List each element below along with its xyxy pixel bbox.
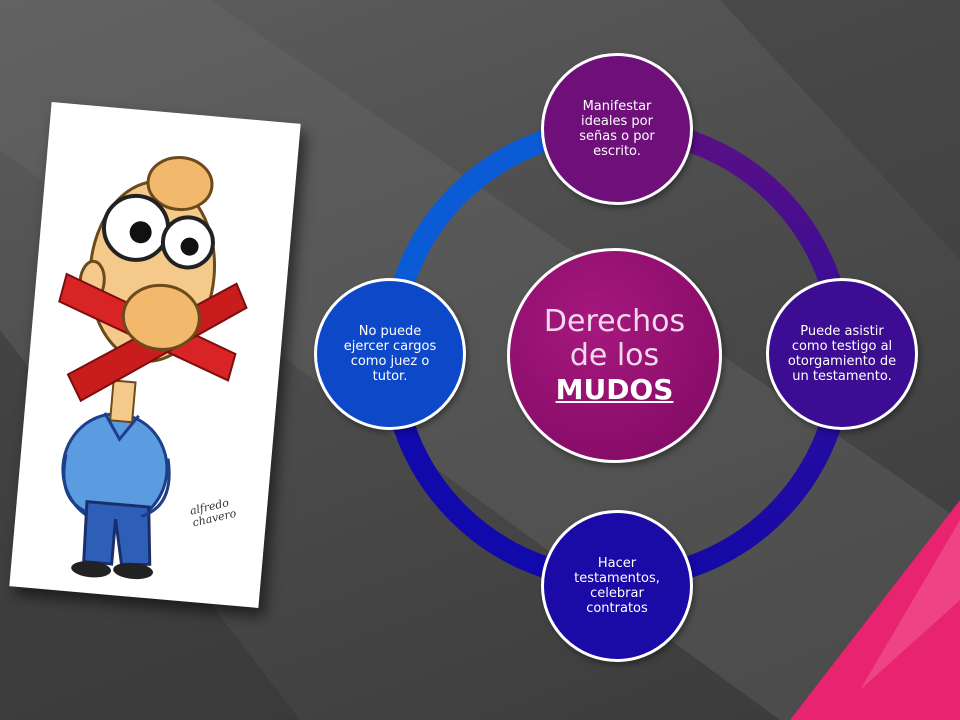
bg-corner-shadow [720, 0, 960, 260]
node-right-text: Puede asistir como testigo al otorgamien… [787, 324, 897, 384]
node-left-text: No puede ejercer cargos como juez o tuto… [343, 324, 437, 384]
node-bottom-text: Hacer testamentos, celebrar contratos [574, 556, 660, 616]
node-top: Manifestar ideales por señas o por escri… [541, 53, 693, 205]
pink-corner-highlight [860, 520, 960, 690]
node-left: No puede ejercer cargos como juez o tuto… [314, 278, 466, 430]
mute-man-illustration [58, 155, 248, 580]
node-right: Puede asistir como testigo al otorgamien… [766, 278, 918, 430]
center-title-line2: de los [569, 337, 660, 373]
cartoon-image: alfredo chavero [9, 102, 301, 608]
node-bottom: Hacer testamentos, celebrar contratos [541, 510, 693, 662]
node-top-text: Manifestar ideales por señas o por escri… [579, 99, 655, 159]
pink-corner-shape [790, 500, 960, 720]
center-title-line3: MUDOS [555, 372, 674, 406]
center-node: Derechos de los MUDOS [507, 248, 722, 463]
center-title-line1: Derechos [543, 303, 686, 339]
